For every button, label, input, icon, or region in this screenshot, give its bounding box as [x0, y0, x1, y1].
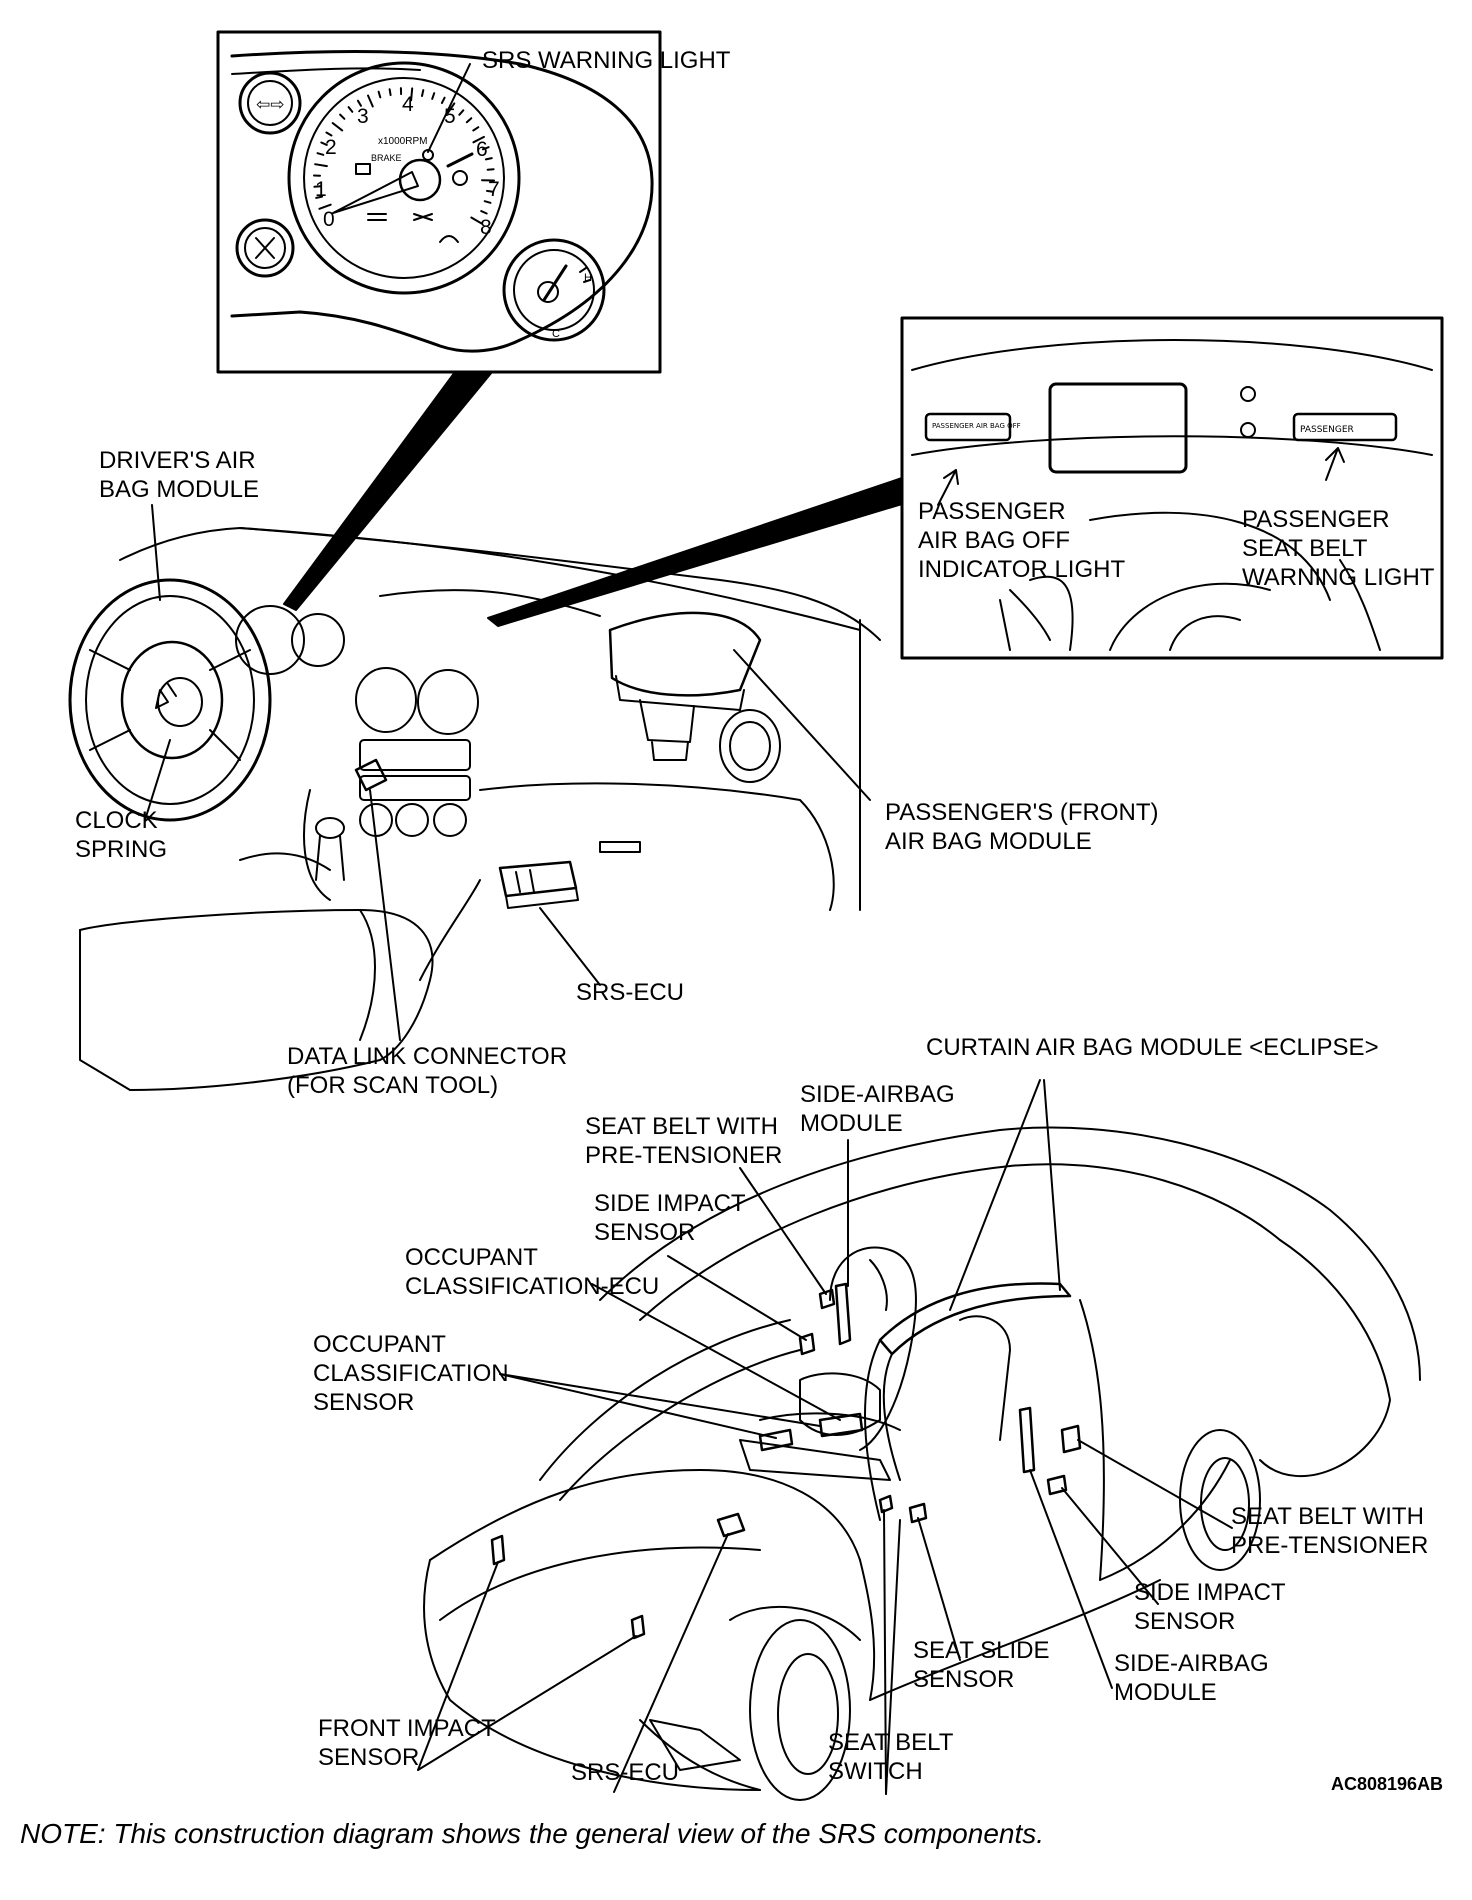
seat-belt-warning-button	[1292, 412, 1398, 442]
gauge-number-0: 0	[323, 208, 335, 231]
air-bag-off-indicator-button	[924, 412, 1012, 442]
leaders-bottom	[417, 1079, 1233, 1795]
label-side-impact-sensor-top: SIDE IMPACT SENSOR	[594, 1190, 746, 1246]
tach-tick	[431, 92, 436, 100]
tach-tick	[356, 99, 362, 107]
label-passengers-front-air-bag-module: PASSENGER'S (FRONT) AIR BAG MODULE	[885, 799, 1159, 855]
label-side-impact-sensor-right: SIDE IMPACT SENSOR	[1134, 1579, 1286, 1635]
gauge-number-6: 6	[476, 138, 488, 161]
gauge-number-5: 5	[444, 105, 456, 128]
label-srs-ecu-top: SRS-ECU	[576, 979, 685, 1006]
srs-ecu-module-top	[498, 860, 579, 909]
fog-icon	[413, 213, 433, 221]
tach-tick	[480, 210, 488, 215]
tach-tick	[421, 89, 425, 97]
tach-tick	[486, 189, 494, 193]
temp-gauge-c: C	[552, 328, 560, 340]
label-clock-spring: CLOCK SPRING	[75, 807, 168, 863]
gauge-brake-label: BRAKE	[371, 153, 402, 163]
gauge-number-7: 7	[488, 178, 500, 201]
gauge-number-3: 3	[357, 105, 369, 128]
label-side-airbag-module-top: SIDE-AIRBAG MODULE	[800, 1081, 955, 1137]
temp-gauge-h: H	[584, 272, 592, 284]
label-srs-ecu-bottom: SRS-ECU	[571, 1759, 680, 1786]
tachometer	[287, 61, 521, 295]
data-link-connector-shape	[354, 758, 388, 792]
callout-wedge-panel	[487, 477, 903, 627]
label-passenger-air-bag-off-indicator: PASSENGER AIR BAG OFF INDICATOR LIGHT	[918, 498, 1126, 583]
label-data-link-connector: DATA LINK CONNECTOR (FOR SCAN TOOL)	[287, 1043, 568, 1099]
label-front-impact-sensor: FRONT IMPACT SENSOR	[318, 1715, 496, 1771]
tach-tick	[440, 96, 446, 104]
tach-tick	[315, 195, 324, 199]
center-panel-inset: PASSENGER AIR BAG OFF PASSENGER	[900, 316, 1444, 660]
gauge-unit: x1000RPM	[378, 136, 428, 147]
tach-tick	[481, 146, 490, 151]
gauge-number-1: 1	[315, 178, 327, 201]
label-seat-slide-sensor: SEAT SLIDE SENSOR	[913, 1637, 1050, 1693]
turn-signal-icon: ⇦⇨	[256, 95, 285, 115]
tach-tick	[465, 117, 473, 124]
label-seat-belt-pretensioner-top: SEAT BELT WITH PRE-TENSIONER	[585, 1113, 783, 1169]
tach-tick	[483, 200, 492, 204]
dashboard-illustration	[68, 527, 881, 1091]
figure-code: AC808196AB	[1331, 1774, 1444, 1794]
car-illustration	[423, 1126, 1421, 1801]
temperature-gauge	[502, 238, 606, 342]
steering-wheel	[68, 578, 272, 822]
label-srs-warning-light: SRS WARNING LIGHT	[482, 47, 731, 74]
tach-tick	[484, 157, 493, 161]
tach-tick	[472, 126, 480, 132]
tach-tick	[446, 102, 456, 115]
instrument-cluster-inset: ⇦⇨	[216, 30, 662, 374]
tach-tick	[316, 152, 325, 156]
label-side-airbag-module-bottom: SIDE-AIRBAG MODULE	[1114, 1650, 1269, 1706]
tach-tick	[470, 216, 483, 225]
tach-tick	[313, 185, 322, 188]
label-drivers-air-bag-module: DRIVER'S AIR BAG MODULE	[99, 447, 260, 503]
tach-tick	[325, 131, 333, 137]
tpms-icon	[452, 170, 468, 186]
seat-belt-warning-text: PASSENGER	[1300, 425, 1354, 435]
label-occupant-classification-sensor: OCCUPANT CLASSIFICATION SENSOR	[313, 1331, 509, 1416]
label-seat-belt-switch: SEAT BELT SWITCH	[828, 1729, 954, 1785]
hazard-icon	[255, 237, 275, 259]
headlight-icon	[367, 213, 387, 221]
oil-icon	[439, 235, 459, 243]
tach-tick	[347, 106, 354, 113]
gauge-number-8: 8	[480, 216, 492, 239]
tach-tick	[486, 168, 495, 171]
tach-tick	[388, 88, 392, 97]
tach-tick	[367, 94, 374, 108]
battery-icon	[355, 163, 371, 175]
tach-tick	[320, 141, 328, 146]
callout-wedge-cluster	[283, 371, 493, 611]
tach-tick	[318, 203, 332, 210]
diagram-note: NOTE: This construction diagram shows th…	[20, 1818, 1045, 1849]
tach-tick	[331, 122, 344, 132]
leaders-top	[144, 504, 871, 1041]
gauge-number-2: 2	[325, 136, 337, 159]
label-occupant-classification-ecu: OCCUPANT CLASSIFICATION-ECU	[405, 1244, 660, 1300]
label-passenger-seat-belt-warning: PASSENGER SEAT BELT WARNING LIGHT	[1242, 506, 1435, 591]
tach-tick	[377, 90, 382, 99]
tach-tick	[314, 163, 328, 168]
label-seat-belt-pretensioner-right: SEAT BELT WITH PRE-TENSIONER	[1231, 1503, 1429, 1559]
gauge-number-4: 4	[402, 93, 414, 116]
air-bag-off-indicator-text: PASSENGER AIR BAG OFF	[932, 422, 1021, 430]
tach-tick	[472, 135, 485, 144]
tach-tick	[410, 87, 414, 102]
tach-tick	[458, 109, 465, 116]
tach-tick	[339, 113, 346, 120]
label-curtain-air-bag-module: CURTAIN AIR BAG MODULE <ECLIPSE>	[926, 1034, 1379, 1061]
